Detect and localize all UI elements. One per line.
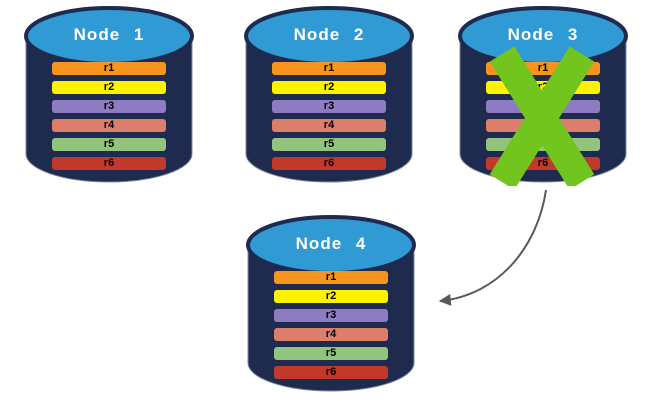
row-r1: r1	[274, 271, 388, 284]
replica-rows: r1 r2 r3 r4 r5 r6	[272, 62, 386, 170]
node-title: Node 1	[73, 25, 145, 44]
row-r1: r1	[272, 62, 386, 75]
row-r4: r4	[272, 119, 386, 132]
node-1: Node 1 r1 r2 r3 r4 r5 r6	[18, 6, 200, 186]
row-r6: r6	[52, 157, 166, 170]
row-r3: r3	[52, 100, 166, 113]
row-r5: r5	[52, 138, 166, 151]
node-title: Node 4	[295, 234, 367, 253]
row-r1: r1	[486, 62, 600, 75]
row-r4: r4	[274, 328, 388, 341]
row-r4: r4	[486, 119, 600, 132]
row-r2: r2	[486, 81, 600, 94]
row-r6: r6	[486, 157, 600, 170]
node-title: Node 2	[293, 25, 365, 44]
row-r3: r3	[486, 100, 600, 113]
row-r5: r5	[272, 138, 386, 151]
node-4: Node 4 r1 r2 r3 r4 r5 r6	[240, 215, 422, 395]
row-r6: r6	[272, 157, 386, 170]
row-r5: r5	[486, 138, 600, 151]
node-2: Node 2 r1 r2 r3 r4 r5 r6	[238, 6, 420, 186]
row-r2: r2	[274, 290, 388, 303]
row-r1: r1	[52, 62, 166, 75]
row-r4: r4	[52, 119, 166, 132]
replica-rows: r1 r2 r3 r4 r5 r6	[486, 62, 600, 170]
row-r2: r2	[272, 81, 386, 94]
replica-rows: r1 r2 r3 r4 r5 r6	[52, 62, 166, 170]
node-title: Node 3	[507, 25, 579, 44]
row-r3: r3	[274, 309, 388, 322]
node-3: Node 3 r1 r2 r3 r4 r5 r6	[452, 6, 634, 186]
replica-rows: r1 r2 r3 r4 r5 r6	[274, 271, 388, 379]
row-r2: r2	[52, 81, 166, 94]
row-r3: r3	[272, 100, 386, 113]
row-r6: r6	[274, 366, 388, 379]
row-r5: r5	[274, 347, 388, 360]
